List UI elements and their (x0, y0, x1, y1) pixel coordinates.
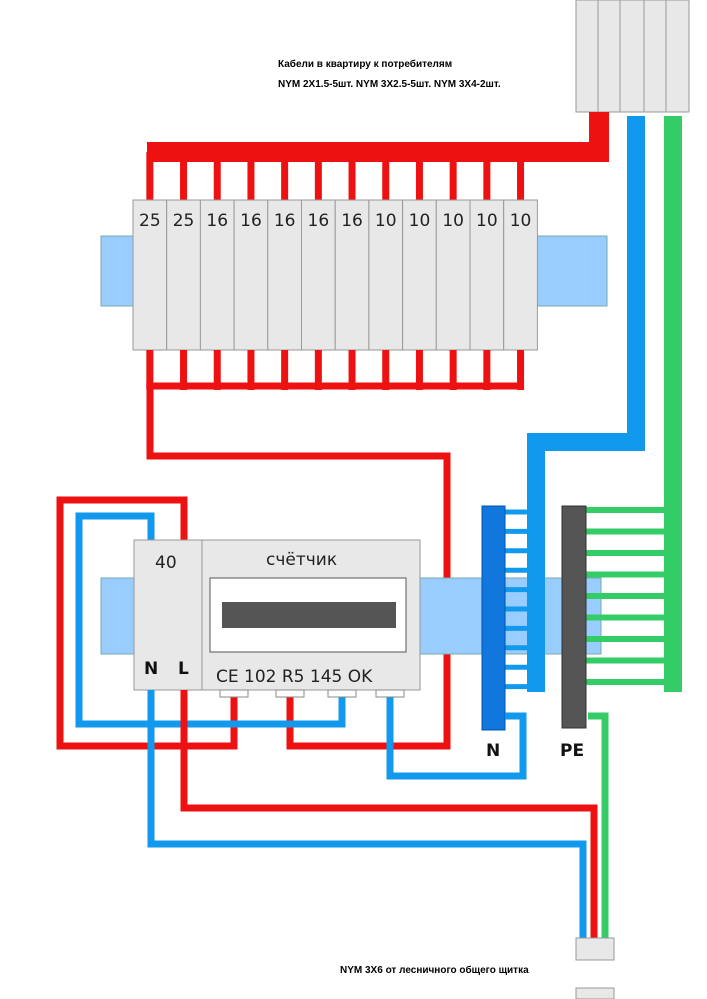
neutral-feed-wire (527, 116, 645, 692)
breaker-rating: 25 (139, 211, 161, 231)
breaker-module (402, 199, 437, 351)
breaker-rating: 16 (308, 211, 330, 231)
pe-busbar-wires (586, 507, 670, 685)
neutral-wire-meter-to-bus (386, 696, 527, 780)
breaker-module (435, 199, 471, 351)
breaker-rating: 10 (442, 211, 464, 231)
meter-title: счётчик (266, 550, 337, 570)
breaker-rating: 10 (510, 211, 532, 231)
cable-entry-block-top (575, 0, 690, 113)
breaker-row: 25 25 16 16 16 16 16 10 10 10 10 10 (132, 199, 538, 351)
phase-busbar-top (147, 112, 609, 162)
main-breaker-terminal-l: L (178, 659, 189, 679)
breaker-module (233, 199, 269, 351)
neutral-wire-loop (75, 512, 346, 728)
breaker-module (503, 199, 538, 351)
breaker-module (267, 199, 302, 351)
breaker-rating: 16 (341, 211, 363, 231)
main-breaker-rating: 40 (155, 553, 177, 573)
breaker-rating: 10 (375, 211, 397, 231)
breaker-rating: 16 (274, 211, 296, 231)
main-breaker-terminal-n: N (144, 659, 158, 679)
meter-terminal-2 (275, 689, 305, 698)
breaker-module (368, 199, 404, 351)
meter-terminal-4 (375, 689, 405, 698)
main-breaker: 40 N L (133, 539, 203, 691)
breaker-rating: 25 (173, 211, 195, 231)
pe-busbar (561, 505, 587, 729)
n-busbar-wires (505, 509, 532, 690)
meter-terminal-3 (327, 689, 357, 698)
caption-consumers-title: Кабели в квартиру к потребителям (278, 58, 452, 70)
meter-display (222, 602, 396, 628)
breaker-rating: 10 (476, 211, 498, 231)
neutral-busbar-label: N (486, 741, 500, 761)
caption-incoming-cable: NYM 3X6 от лесничного общего щитка (340, 964, 529, 976)
breaker-module (301, 199, 336, 351)
breaker-rating: 16 (206, 211, 228, 231)
breaker-rating: 10 (409, 211, 431, 231)
electricity-meter: счётчик CE 102 R5 145 OK (201, 539, 421, 698)
meter-model: CE 102 R5 145 OK (216, 667, 373, 687)
incoming-phase-wire (180, 690, 598, 940)
neutral-busbar (481, 505, 506, 731)
cable-entry-block-bottom (575, 937, 615, 999)
caption-consumers-cables: NYM 2X1.5-5шт. NYM 3X2.5-5шт. NYM 3X4-2ш… (278, 79, 501, 90)
breaker-module (469, 199, 505, 351)
pe-busbar-label: PE (560, 741, 584, 761)
incoming-neutral-wire (147, 690, 587, 940)
breaker-input-wires (146, 152, 525, 200)
incoming-earth-wire (588, 712, 609, 940)
phase-wire-loop (56, 496, 238, 750)
meter-terminal-1 (219, 689, 249, 698)
breaker-rating: 16 (240, 211, 262, 231)
breaker-output-comb (146, 350, 525, 390)
